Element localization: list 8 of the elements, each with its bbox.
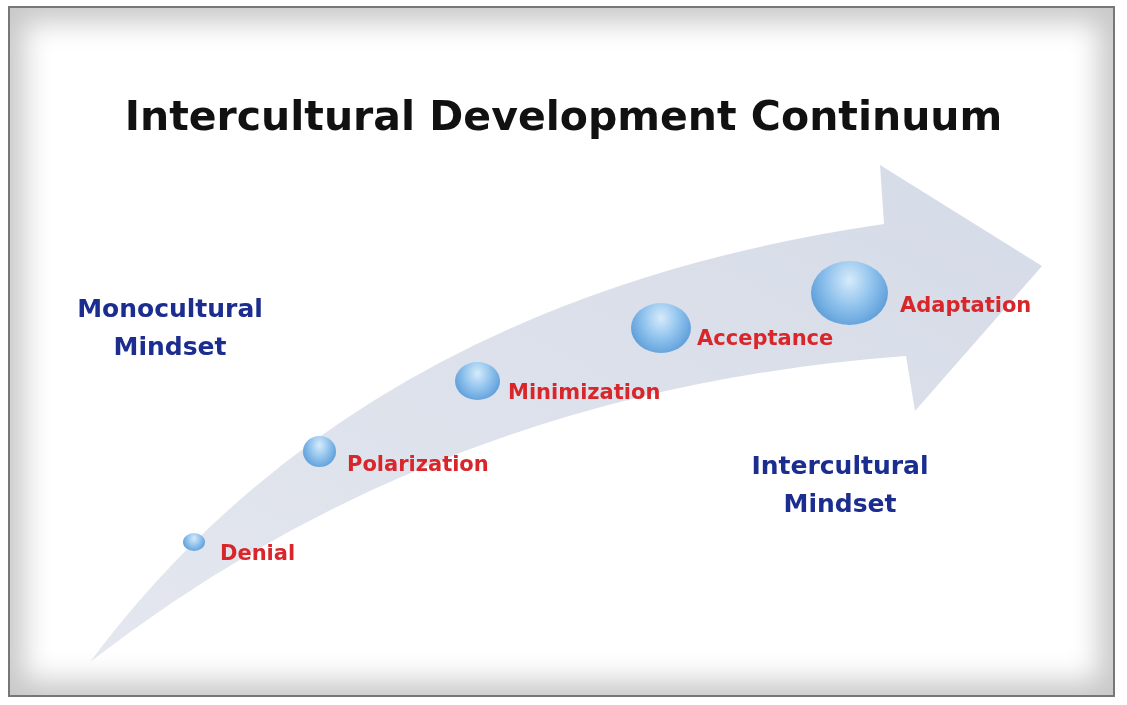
stage-label: Polarization [347,452,489,476]
mindset-label: Monocultural Mindset [76,293,264,363]
stage-label: Adaptation [900,293,1032,317]
stage-label: Acceptance [697,326,834,350]
stage-label: Denial [220,541,296,565]
stage-label: Minimization [508,380,661,404]
title: Intercultural Development Continuum [123,92,1004,140]
mindset-label: Intercultural Mindset [750,450,930,520]
